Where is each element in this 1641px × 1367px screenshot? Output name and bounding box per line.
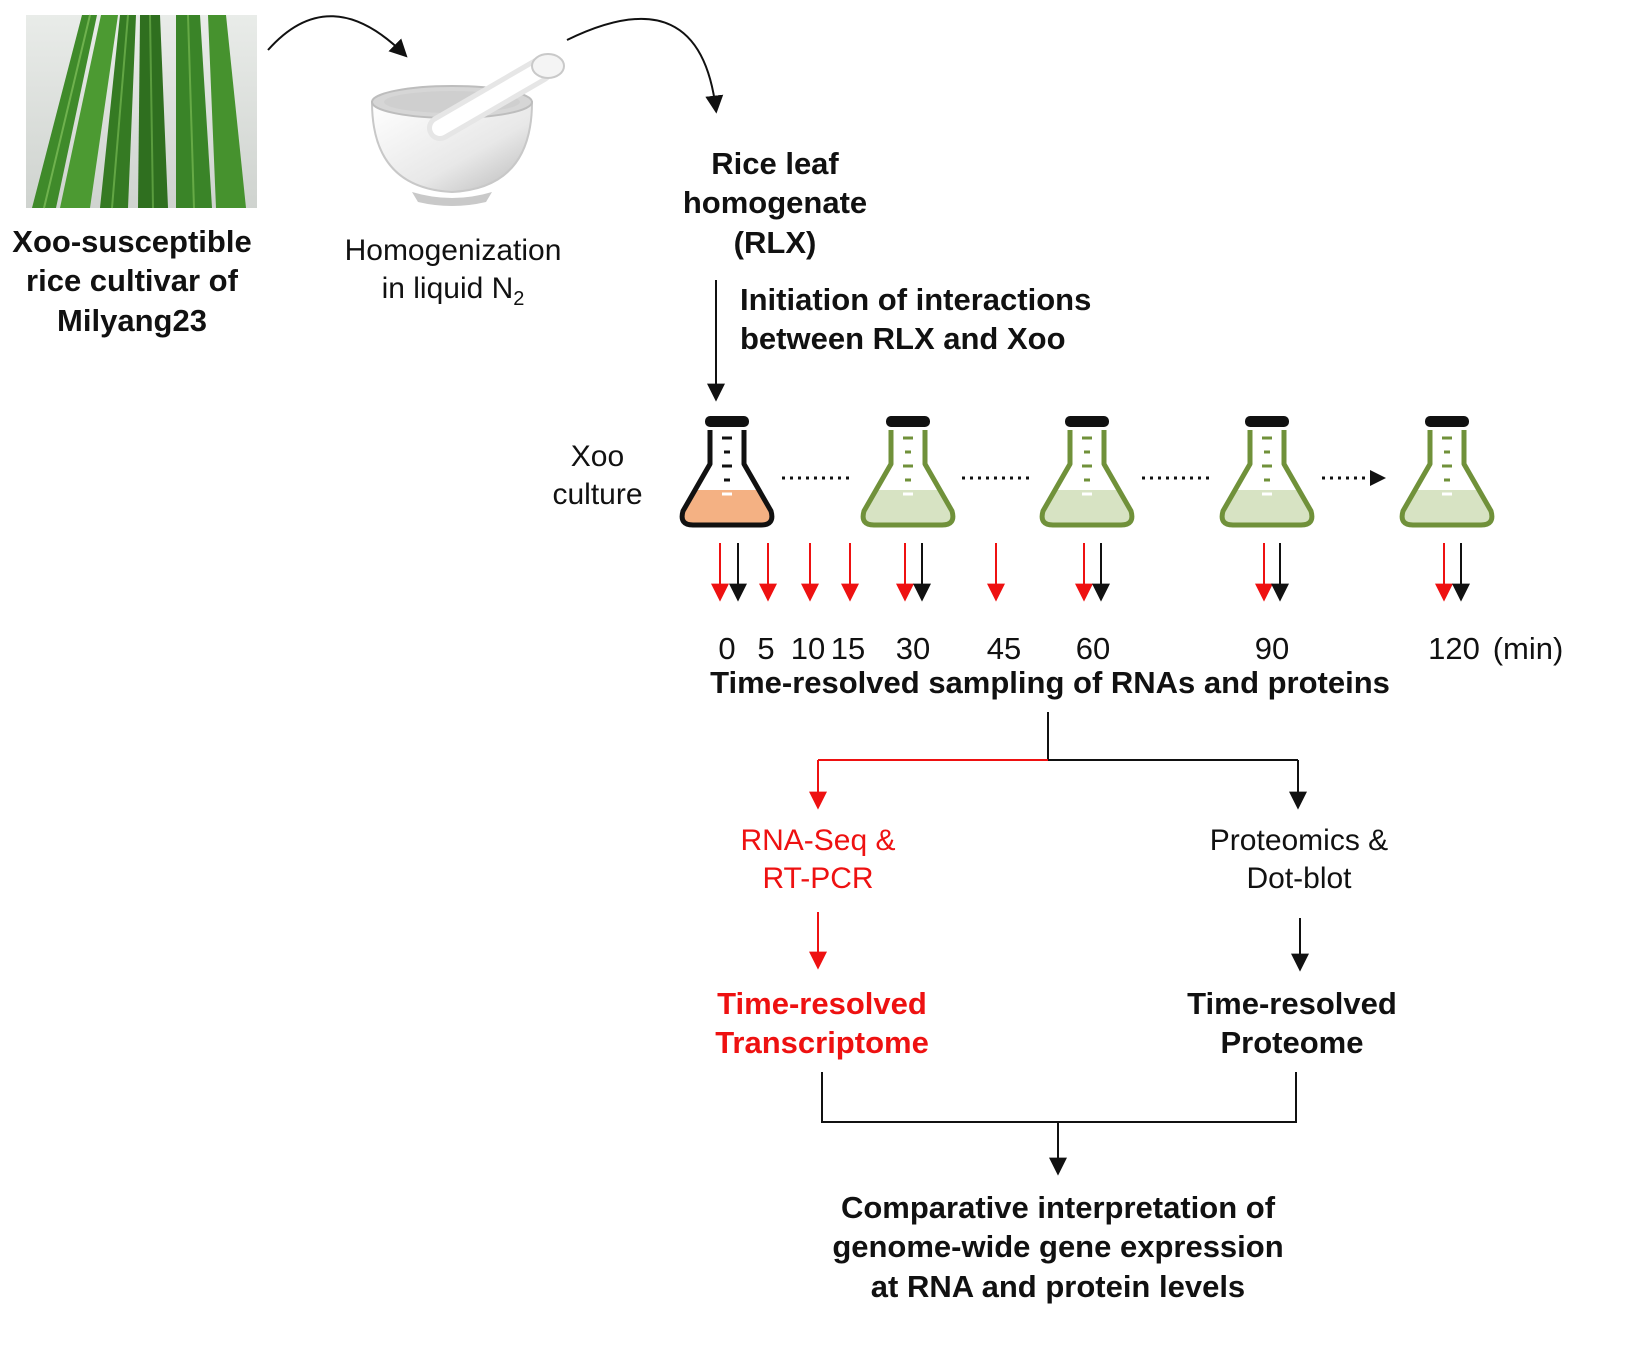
rice-leaf-photo <box>26 14 257 209</box>
mortar-pestle-icon <box>370 53 565 206</box>
flask-icon <box>860 416 956 528</box>
time-tick: 45 <box>986 631 1022 666</box>
rna-result-label: Time-resolved Transcriptome <box>715 986 929 1061</box>
time-tick: 0 <box>718 631 736 666</box>
step-initiation-label: Initiation of interactions between RLX a… <box>740 282 1092 357</box>
conclusion-label: Comparative interpretation of genome-wid… <box>832 1190 1284 1304</box>
step-rlx-label: Rice leaf homogenate (RLX) <box>682 146 868 260</box>
flask-icon <box>679 416 775 528</box>
merge-bracket <box>821 1072 1297 1176</box>
culture-label: Xoo culture <box>552 440 643 512</box>
flask-icon <box>1219 416 1315 528</box>
protein-method-label: Proteomics & Dot-blot <box>1209 824 1389 896</box>
rna-method-label: RNA-Seq & RT-PCR <box>740 824 896 896</box>
time-tick: 120 <box>1428 631 1480 666</box>
arrow-homogenization-to-rlx <box>566 17 724 114</box>
step-leaf-label: Xoo-susceptible rice cultivar of Milyang… <box>12 224 252 338</box>
step-homogenization-label: Homogenization in liquid N2 <box>344 234 562 311</box>
time-tick: 15 <box>830 631 866 666</box>
protein-result-label: Time-resolved Proteome <box>1187 986 1397 1061</box>
time-tick: 5 <box>757 631 775 666</box>
sampling-title: Time-resolved sampling of RNAs and prote… <box>710 665 1390 700</box>
time-tick: 30 <box>895 631 931 666</box>
flask-icon <box>1399 416 1495 528</box>
connector-arrowhead <box>1370 470 1386 486</box>
branch-split <box>809 712 1307 810</box>
flask-icon <box>1039 416 1135 528</box>
time-unit: (min) <box>1492 631 1564 666</box>
time-tick: 60 <box>1075 631 1111 666</box>
time-tick: 90 <box>1254 631 1290 666</box>
time-tick: 10 <box>790 631 826 666</box>
arrow-leaf-to-homogenization <box>267 15 408 58</box>
